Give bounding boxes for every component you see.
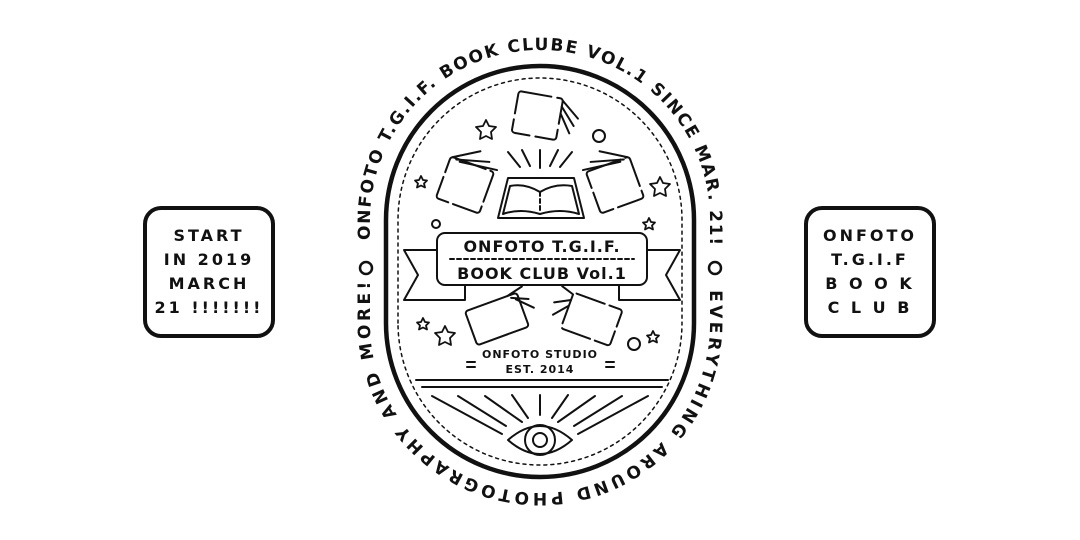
book-icon — [435, 150, 499, 214]
right-box-line: C L U B — [827, 298, 913, 317]
left-box-line: 21 !!!!!!! — [154, 298, 264, 317]
circle-ornament — [627, 337, 641, 351]
badge-outer-border — [383, 63, 697, 480]
left-box-line: MARCH — [168, 274, 250, 293]
circle-ornament — [431, 219, 441, 229]
left-circle-ornament — [358, 260, 374, 276]
eye-icon — [507, 424, 573, 456]
divider-line — [415, 379, 669, 388]
book-icon — [551, 285, 623, 347]
book-icon — [581, 150, 645, 214]
circle-ornament — [592, 129, 606, 143]
right-box-line: B O O K — [825, 274, 915, 293]
start-date-box: START IN 2019 MARCH 21 !!!!!!! — [143, 206, 275, 338]
badge-inner-dotted-border — [397, 77, 683, 466]
right-circle-ornament — [707, 260, 723, 276]
right-box-line: T.G.I.F — [831, 250, 909, 269]
star-icon — [414, 119, 671, 346]
eye-rays — [431, 394, 649, 435]
club-name-box: ONFOTO T.G.I.F B O O K C L U B — [804, 206, 936, 338]
studio-name: ONFOTO STUDIO — [482, 348, 598, 361]
banner-title-line2: BOOK CLUB Vol.1 — [457, 264, 627, 283]
right-box-line: ONFOTO — [822, 226, 918, 245]
book-icon — [511, 90, 579, 141]
rays-icon — [507, 149, 573, 169]
equals-ornament — [466, 361, 615, 368]
ribbon-banner — [403, 232, 681, 301]
banner-title-line1: ONFOTO T.G.I.F. — [463, 237, 620, 256]
left-box-line: IN 2019 — [163, 250, 255, 269]
left-box-line: START — [173, 226, 245, 245]
open-book-icon — [497, 177, 585, 219]
book-icon — [464, 285, 535, 346]
established-year: EST. 2014 — [506, 363, 575, 376]
